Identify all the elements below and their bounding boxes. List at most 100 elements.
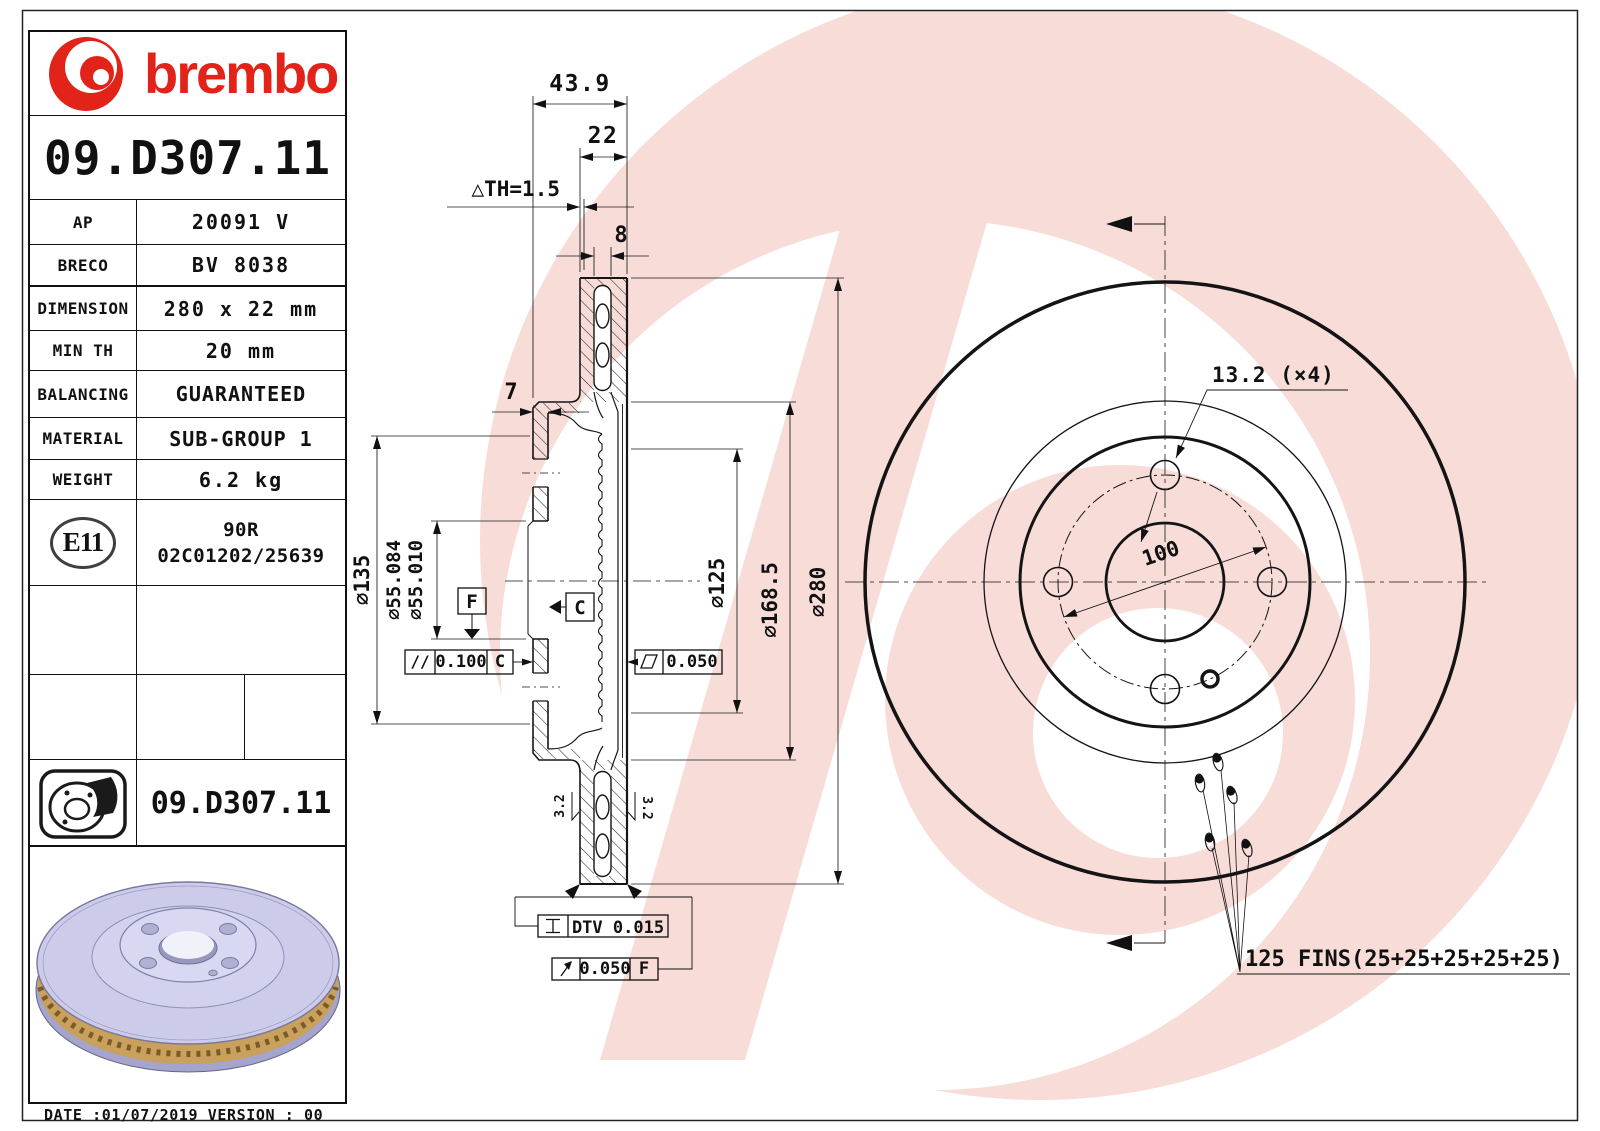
view-arrow-top bbox=[1106, 216, 1132, 232]
spec-row-minth: MIN TH 20 mm bbox=[30, 330, 345, 370]
spec-label: MIN TH bbox=[30, 331, 137, 370]
parallelism-symbol: // bbox=[410, 652, 429, 671]
dia-flange: ∅135 bbox=[350, 555, 374, 606]
section-dimensions bbox=[371, 96, 844, 885]
vent-fin bbox=[595, 303, 610, 329]
vent-fin bbox=[595, 342, 610, 368]
disc-3d-render bbox=[35, 881, 341, 1073]
spec-row-ap: AP 20091 V bbox=[30, 199, 345, 244]
spec-label: BALANCING bbox=[30, 371, 137, 417]
spec-row-weight: WEIGHT 6.2 kg bbox=[30, 459, 345, 499]
svg-text:C: C bbox=[574, 597, 585, 619]
datum-f: F bbox=[457, 587, 487, 639]
spec-value: GUARANTEED bbox=[175, 382, 307, 406]
hatch-flange-2 bbox=[533, 487, 548, 521]
spec-label: DIMENSION bbox=[30, 287, 137, 330]
spec-value: SUB-GROUP 1 bbox=[169, 426, 313, 451]
drawing-frame bbox=[21, 9, 1579, 1122]
roughness-left: 3.2 bbox=[553, 794, 568, 817]
dim-vent-width: 8 bbox=[614, 223, 627, 248]
hat-face-scallops bbox=[597, 433, 603, 722]
brembo-wordmark: brembo bbox=[144, 41, 339, 105]
dim-th-wear: △TH=1.5 bbox=[471, 177, 560, 201]
vent-fin bbox=[595, 833, 610, 859]
dia-bore-min: ∅55.010 bbox=[405, 540, 427, 620]
empty-row-1 bbox=[30, 585, 345, 674]
dia-bore-max: ∅55.084 bbox=[383, 540, 405, 620]
disc-render-box bbox=[28, 845, 347, 1104]
homologation-line2: 02C01202/25639 bbox=[157, 544, 325, 567]
parallelism-frame bbox=[404, 649, 533, 675]
stud-hole-edges bbox=[533, 458, 548, 702]
caliper-glyph bbox=[87, 776, 118, 817]
hat-profile-bottom bbox=[532, 701, 581, 773]
front-view bbox=[845, 216, 1570, 975]
brand-row: brembo bbox=[30, 32, 345, 115]
spec-value: 20 mm bbox=[205, 338, 277, 363]
dtv-frame bbox=[537, 914, 669, 938]
runout-frame bbox=[551, 957, 659, 981]
homologation-row: E11 90R 02C01202/25639 bbox=[30, 499, 345, 585]
hat-profile-top bbox=[532, 391, 581, 459]
fins-label: 125 FINS(25+25+25+25+25) bbox=[1245, 947, 1563, 972]
date-version-line: DATE :01/07/2019 VERSION : 00 bbox=[44, 1106, 324, 1124]
flatness-frame bbox=[627, 649, 723, 675]
spec-row-dimension: DIMENSION 280 x 22 mm bbox=[30, 285, 345, 330]
parallelism-value: 0.100 bbox=[435, 652, 486, 672]
hatch-hat-bottom-plate bbox=[533, 749, 580, 759]
hatch-flange-1 bbox=[533, 409, 548, 459]
dia-contact: ∅168.5 bbox=[758, 562, 782, 638]
brake-disc-icon bbox=[39, 768, 127, 839]
vent-slot-top bbox=[593, 284, 612, 392]
spec-label: MATERIAL bbox=[30, 418, 137, 459]
spec-value: 280 x 22 mm bbox=[163, 296, 319, 321]
locating-pin-hole bbox=[1200, 669, 1220, 689]
spec-row-balancing: BALANCING GUARANTEED bbox=[30, 370, 345, 417]
spec-row-breco: BRECO BV 8038 bbox=[30, 244, 345, 285]
spec-value: 20091 V bbox=[191, 210, 291, 234]
hatch-flange-3 bbox=[533, 639, 548, 673]
leader-arrow bbox=[627, 658, 638, 666]
datum-c-triangle bbox=[549, 600, 561, 614]
hatch-band-bottom bbox=[580, 760, 627, 884]
bolt-circle-dim-line bbox=[1063, 546, 1267, 618]
spec-value: BV 8038 bbox=[191, 253, 291, 277]
empty-row-2 bbox=[30, 674, 345, 759]
e11-badge: E11 bbox=[50, 516, 116, 569]
flatness-symbol bbox=[640, 654, 658, 669]
dia-band-inner: ∅125 bbox=[705, 558, 729, 609]
empty-row-divider bbox=[244, 675, 245, 759]
footer-part-number: 09.D307.11 bbox=[150, 786, 332, 821]
roughness-right: 3.2 bbox=[639, 796, 654, 819]
leader-arrow bbox=[522, 658, 533, 666]
spec-row-material: MATERIAL SUB-GROUP 1 bbox=[30, 417, 345, 459]
hatch-band-top bbox=[580, 278, 627, 402]
dtv-symbol bbox=[546, 918, 560, 934]
roughness-marks bbox=[571, 792, 636, 822]
fin-glyphs bbox=[1194, 752, 1253, 858]
dim-overall-width: 43.9 bbox=[549, 71, 610, 97]
dim-flange-thickness: 7 bbox=[504, 380, 517, 405]
vent-slot-bottom bbox=[593, 770, 612, 878]
view-arrow-bottom bbox=[1106, 935, 1132, 951]
dtv-runout-bracket bbox=[514, 884, 693, 970]
dia-outer: ∅280 bbox=[806, 567, 830, 618]
cross-section-view bbox=[505, 277, 700, 885]
spec-label: BRECO bbox=[30, 245, 137, 285]
flatness-value: 0.050 bbox=[666, 652, 717, 672]
runout-value: 0.050 bbox=[579, 959, 630, 979]
dim-disc-thickness: 22 bbox=[588, 123, 619, 149]
vent-fin bbox=[595, 794, 610, 820]
dtv-value: DTV 0.015 bbox=[572, 918, 664, 938]
spec-label: WEIGHT bbox=[30, 460, 137, 499]
svg-text:F: F bbox=[466, 591, 477, 613]
bolt-holes-label: 13.2 (×4) bbox=[1212, 363, 1335, 387]
title-block: brembo 09.D307.11 AP 20091 V BRECO BV 80… bbox=[28, 30, 347, 847]
spec-label: AP bbox=[30, 200, 137, 244]
runout-datum: F bbox=[639, 959, 649, 979]
spec-value: 6.2 kg bbox=[198, 467, 284, 492]
homologation-value: 90R 02C01202/25639 bbox=[137, 500, 345, 585]
homologation-line1: 90R bbox=[223, 518, 259, 541]
